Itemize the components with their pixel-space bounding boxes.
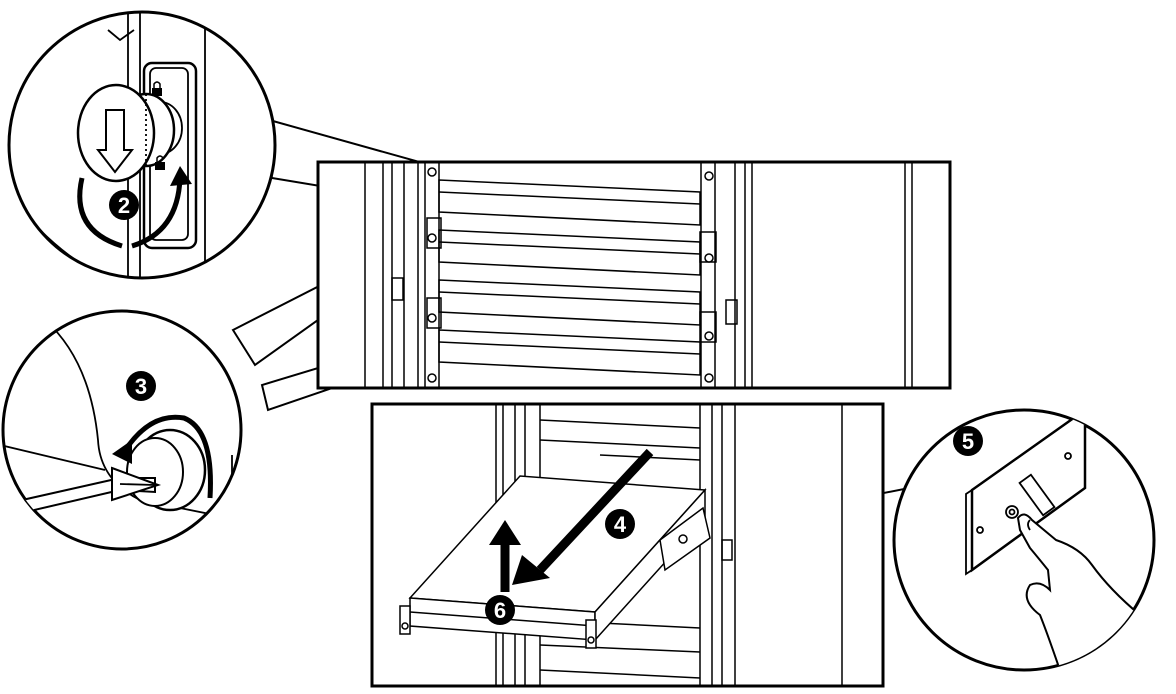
- lift-arrow: [489, 520, 521, 592]
- rotate-left-arrow: [77, 177, 123, 249]
- svg-text:6: 6: [494, 598, 506, 623]
- svg-text:3: 3: [135, 374, 147, 399]
- pull-arrow: [512, 448, 654, 585]
- step-badge-4: 4: [605, 509, 635, 539]
- step-badge-3: 3: [126, 371, 156, 401]
- step-badge-6: 6: [485, 595, 515, 625]
- svg-text:2: 2: [118, 193, 130, 218]
- drawer-removal-view: [370, 402, 885, 688]
- lock-icon: [152, 81, 162, 96]
- step-badge-5: 5: [953, 426, 983, 456]
- rotate-right-arrow: [131, 177, 183, 249]
- step-badge-2: 2: [109, 190, 139, 220]
- svg-text:5: 5: [962, 429, 974, 454]
- rotate-ccw-arrow: [121, 414, 213, 499]
- lock-knob-detail: [7, 10, 277, 280]
- release-button-detail: [892, 408, 1156, 672]
- screwdriver-detail: [1, 309, 243, 551]
- unlock-icon: [155, 155, 165, 170]
- rack-front-view: [316, 160, 952, 390]
- svg-text:4: 4: [614, 512, 627, 537]
